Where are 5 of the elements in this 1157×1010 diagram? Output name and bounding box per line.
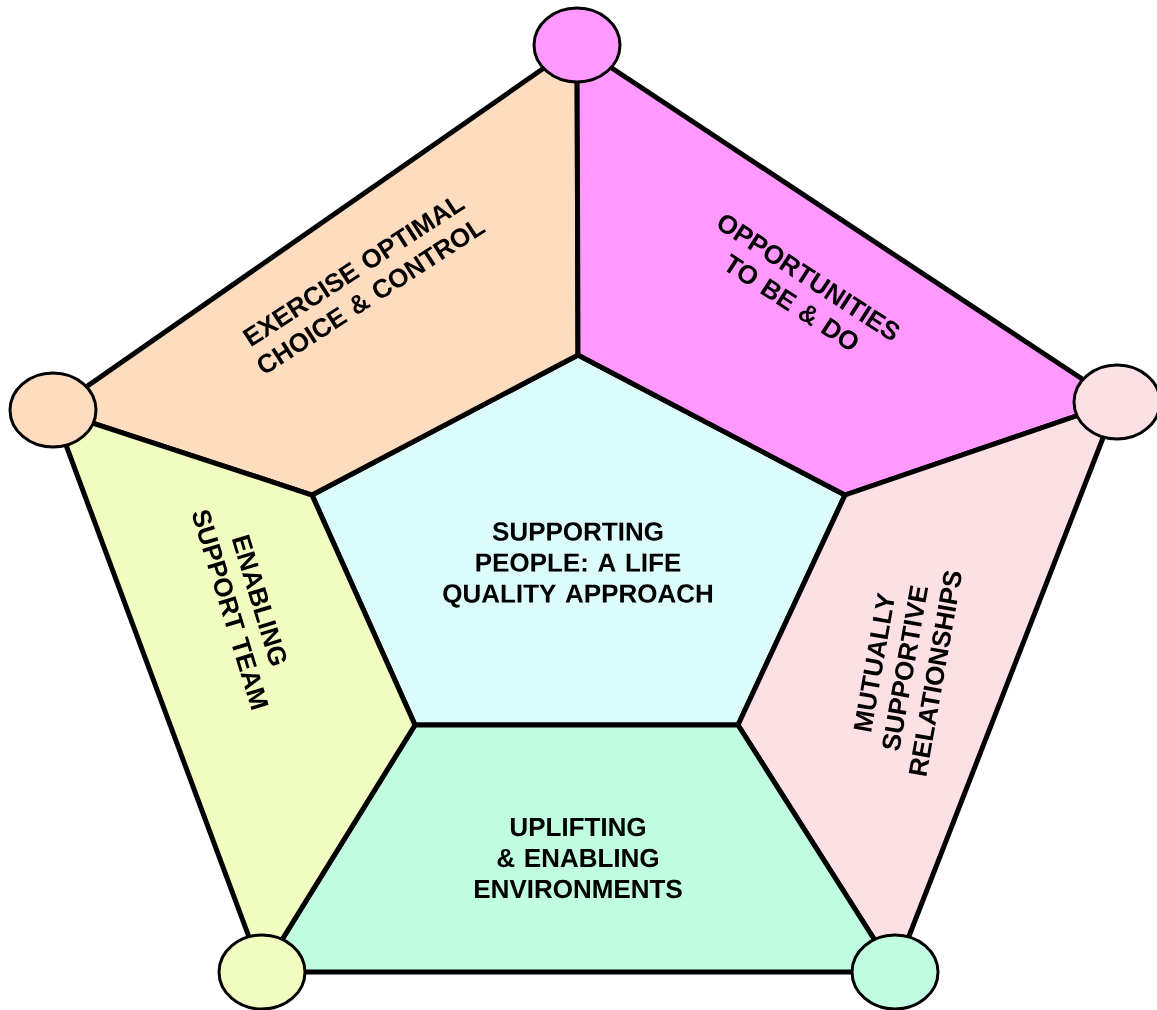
vertex-circle <box>850 933 940 1010</box>
vertex-circle <box>8 371 98 449</box>
vertex-circle <box>1072 363 1157 441</box>
vertex-circle <box>217 933 307 1010</box>
vertex-circle <box>532 6 622 84</box>
